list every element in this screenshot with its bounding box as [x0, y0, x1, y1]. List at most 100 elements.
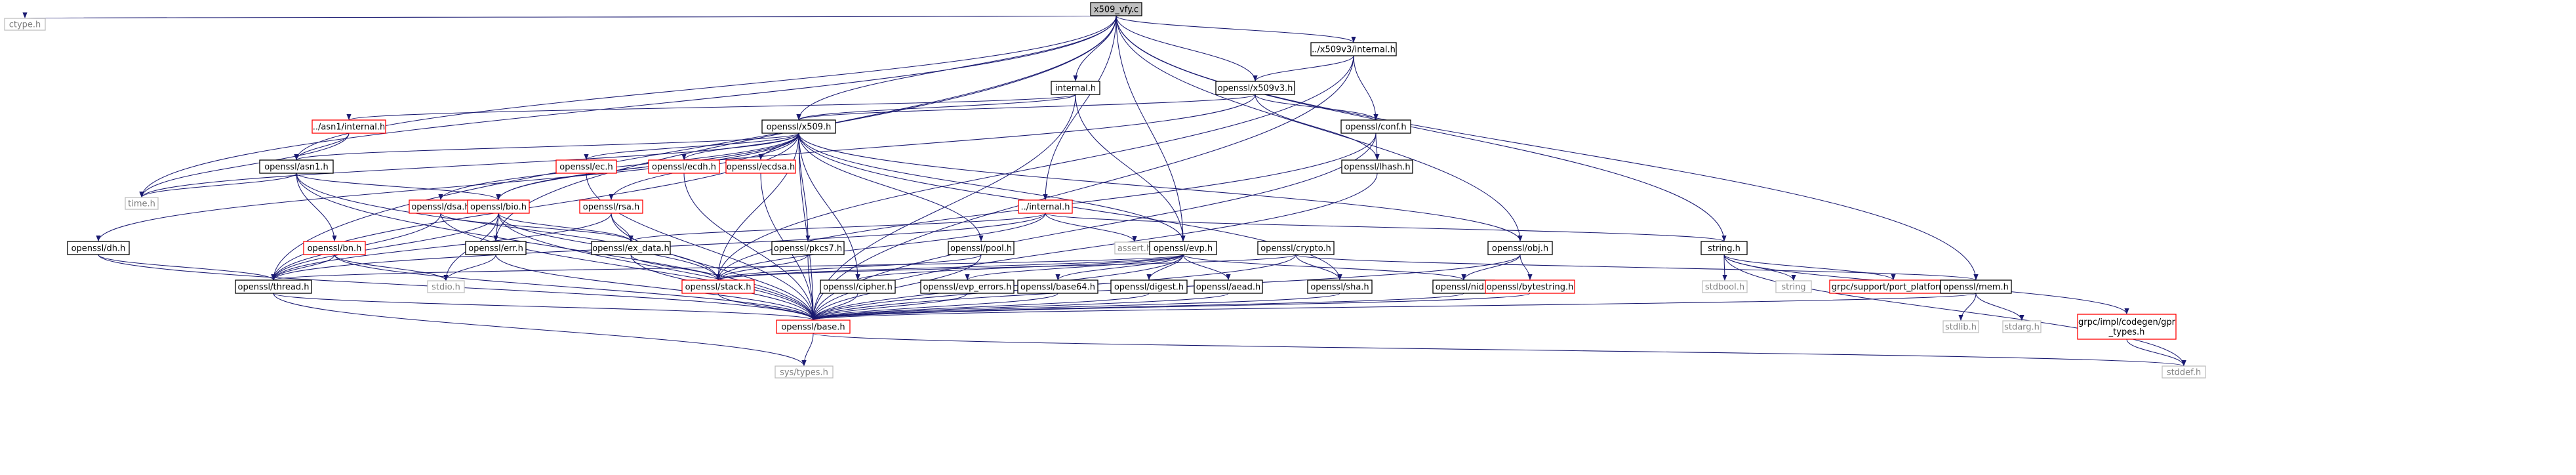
- node-openssl-thread-h[interactable]: openssl/thread.h: [235, 279, 312, 294]
- node-openssl-sha-h[interactable]: openssl/sha.h: [1307, 279, 1373, 294]
- edge-openssl-bio-h-to-openssl-thread-h: [271, 213, 499, 281]
- edge-openssl-aead-h-to-openssl-base-h: [811, 293, 1229, 321]
- node-label: assert.h: [1117, 244, 1152, 254]
- node-openssl-rsa-h[interactable]: openssl/rsa.h: [579, 199, 643, 214]
- edge-openssl-nid-h-to-openssl-base-h: [811, 293, 1464, 321]
- node-label: _types.h: [2108, 327, 2145, 337]
- node-label: ../x509v3/internal.h: [1312, 45, 1396, 55]
- node-label: openssl/ecdsa.h: [727, 163, 795, 173]
- edge-openssl-ec-h-to-openssl-base-h: [586, 173, 816, 321]
- node-openssl-dsa-h[interactable]: openssl/dsa.h: [409, 199, 473, 214]
- node-label: stdarg.h: [2004, 323, 2040, 333]
- node-box: [1341, 159, 1413, 174]
- edge-string-h-to-stddef-h: [1723, 254, 2186, 367]
- node-openssl-pool-h[interactable]: openssl/pool.h: [948, 241, 1015, 255]
- edge-openssl-x509v3-h-to-openssl-lhash-h: [1255, 94, 1380, 161]
- edge-openssl-asn1-h-to-openssl-base-h: [296, 173, 816, 321]
- node-stdlib-h: stdlib.h: [1942, 320, 1979, 333]
- node-box: [775, 365, 834, 379]
- node-openssl-x509v3-h[interactable]: openssl/x509v3.h: [1215, 81, 1295, 95]
- edge-layer: [24, 12, 2186, 367]
- node-openssl-crypto-h[interactable]: openssl/crypto.h: [1257, 241, 1335, 255]
- node-box: [948, 241, 1015, 255]
- node-openssl-asn1-h[interactable]: openssl/asn1.h: [259, 159, 334, 174]
- node-openssl-bio-h[interactable]: openssl/bio.h: [467, 199, 530, 214]
- edge-openssl-pool-h-to-openssl-stack-h: [715, 254, 982, 281]
- node-openssl-digest-h[interactable]: openssl/digest.h: [1110, 279, 1188, 294]
- node-grpc-port-platform-h[interactable]: grpc/support/port_platform.h: [1829, 279, 1958, 294]
- edge-openssl-evp-h-to-openssl-digest-h: [1146, 254, 1184, 281]
- node-openssl-x509-h[interactable]: openssl/x509.h: [761, 119, 836, 134]
- node-openssl-ecdsa-h[interactable]: openssl/ecdsa.h: [725, 159, 796, 174]
- node-grpc-gpr-types-h[interactable]: grpc/impl/codegen/gpr_types.h: [2077, 314, 2177, 340]
- node-openssl-cipher-h[interactable]: openssl/cipher.h: [820, 279, 896, 294]
- node-string-h[interactable]: string.h: [1701, 241, 1748, 255]
- edge-openssl-mem-h-to-stdlib-h: [1958, 293, 1977, 321]
- edge-openssl-pkcs7-h-to-openssl-stack-h: [715, 254, 809, 281]
- node-openssl-stack-h[interactable]: openssl/stack.h: [681, 279, 755, 294]
- edge-x509-vfy-c-to-openssl-obj-h: [1116, 15, 1523, 242]
- edge-x509-vfy-c-to-ctype-h: [24, 12, 1117, 19]
- node-box: [1215, 81, 1295, 95]
- node-x509-vfy-c[interactable]: x509_vfy.c: [1090, 2, 1142, 16]
- edge-openssl-obj-h-to-openssl-bytestring-h: [1519, 254, 1533, 281]
- node-box: [1340, 119, 1411, 134]
- node-openssl-lhash-h[interactable]: openssl/lhash.h: [1341, 159, 1413, 174]
- node-openssl-dh-h[interactable]: openssl/dh.h: [67, 241, 130, 255]
- node-openssl-conf-h[interactable]: openssl/conf.h: [1340, 119, 1411, 134]
- edge-openssl-rsa-h-to-openssl-thread-h: [271, 213, 612, 281]
- node-openssl-bytestring-h[interactable]: openssl/bytestring.h: [1485, 279, 1575, 294]
- node-label: openssl/ecdh.h: [652, 163, 716, 173]
- edge-openssl-base64-h-to-openssl-base-h: [811, 293, 1058, 321]
- node-openssl-bn-h[interactable]: openssl/bn.h: [303, 241, 366, 255]
- node-openssl-ec-h[interactable]: openssl/ec.h: [555, 159, 617, 174]
- node-dot-internal-h[interactable]: ../internal.h: [1018, 199, 1073, 214]
- node-openssl-ecdh-h[interactable]: openssl/ecdh.h: [648, 159, 720, 174]
- node-box: [259, 159, 334, 174]
- node-label: stdio.h: [432, 283, 460, 293]
- node-box: [1194, 279, 1263, 294]
- node-box: [4, 18, 46, 31]
- node-openssl-err-h[interactable]: openssl/err.h: [465, 241, 527, 255]
- edge-openssl-bio-h-to-openssl-ex-data-h: [498, 213, 634, 242]
- node-stdio-h: stdio.h: [427, 280, 465, 293]
- edge-x509-vfy-c-to-string-h: [1116, 15, 1727, 242]
- edge-internal-h-to-openssl-evp-h: [1075, 94, 1186, 242]
- edge-internal-h-to-openssl-x509-h: [796, 94, 1076, 121]
- edge-openssl-base-h-to-stddef-h: [813, 333, 2186, 367]
- node-internal-h[interactable]: internal.h: [1051, 81, 1100, 95]
- node-box: [648, 159, 720, 174]
- node-box: [776, 320, 851, 334]
- node-string: string: [1775, 280, 1812, 293]
- node-box: [725, 159, 796, 174]
- node-label: openssl/ex_data.h: [592, 244, 670, 254]
- node-asn1-internal-h[interactable]: ../asn1/internal.h: [312, 119, 386, 134]
- node-label: openssl/sha.h: [1310, 283, 1369, 293]
- node-openssl-obj-h[interactable]: openssl/obj.h: [1487, 241, 1553, 255]
- node-openssl-evp-errors-h[interactable]: openssl/evp_errors.h: [920, 279, 1015, 294]
- edge-openssl-dsa-h-to-openssl-ex-data-h: [440, 213, 634, 242]
- node-label: openssl/aead.h: [1196, 283, 1261, 293]
- node-openssl-aead-h[interactable]: openssl/aead.h: [1194, 279, 1263, 294]
- node-openssl-evp-h[interactable]: openssl/evp.h: [1149, 241, 1217, 255]
- node-openssl-ex-data-h[interactable]: openssl/ex_data.h: [591, 241, 671, 255]
- node-label: ctype.h: [9, 20, 41, 30]
- node-x509v3-internal-h[interactable]: ../x509v3/internal.h: [1310, 42, 1397, 56]
- edge-openssl-asn1-h-to-openssl-bio-h: [296, 173, 501, 201]
- node-openssl-pkcs7-h[interactable]: openssl/pkcs7.h: [771, 241, 845, 255]
- node-box: [1701, 241, 1748, 255]
- node-openssl-base64-h[interactable]: openssl/base64.h: [1017, 279, 1098, 294]
- edge-string-h-to-grpc-port-platform-h: [1723, 254, 1896, 281]
- node-openssl-base-h[interactable]: openssl/base.h: [776, 320, 851, 334]
- edge-grpc-gpr-types-h-to-stddef-h: [2126, 339, 2186, 367]
- edge-x509-vfy-c-to-x509v3-internal-h: [1116, 15, 1356, 43]
- edge-openssl-bn-h-to-openssl-base-h: [334, 254, 816, 321]
- node-label: stdbool.h: [1705, 283, 1744, 293]
- node-label: openssl/obj.h: [1492, 244, 1548, 254]
- node-label: sys/types.h: [780, 368, 828, 378]
- node-box: [1051, 81, 1100, 95]
- edge-x509-vfy-c-to-dot-internal-h: [1043, 15, 1117, 201]
- edge-dot-internal-h-to-openssl-stack-h: [715, 213, 1046, 281]
- node-openssl-mem-h[interactable]: openssl/mem.h: [1940, 279, 2012, 294]
